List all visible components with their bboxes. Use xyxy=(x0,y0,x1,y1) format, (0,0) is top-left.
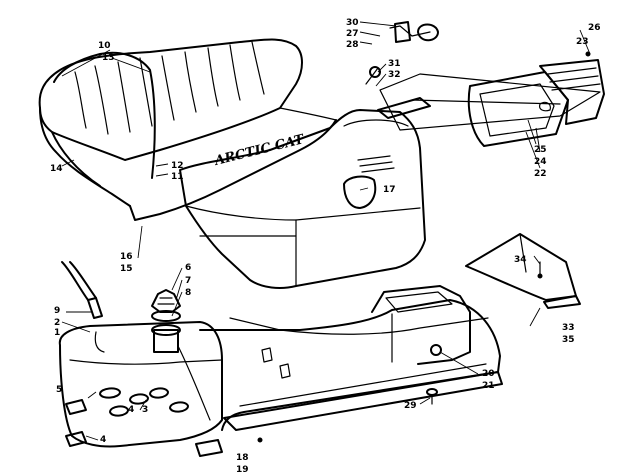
callout-3: 3 xyxy=(142,405,148,415)
callout-19: 19 xyxy=(236,465,249,475)
callout-7: 7 xyxy=(185,276,191,286)
callout-29: 29 xyxy=(404,401,417,411)
callout-18: 18 xyxy=(236,453,249,463)
callout-28: 28 xyxy=(346,40,359,50)
callout-20: 20 xyxy=(482,369,495,379)
callout-21: 21 xyxy=(482,381,495,391)
callout-12: 12 xyxy=(171,161,184,171)
callout-labels: 10 13 14 12 11 16 15 17 30 27 28 31 32 2… xyxy=(50,18,601,475)
callout-15: 15 xyxy=(120,264,133,274)
callout-4a: 4 xyxy=(128,405,134,415)
seat-brand-logo: ARCTIC CAT xyxy=(211,132,306,169)
callout-17: 17 xyxy=(383,185,396,195)
fuel-tank xyxy=(58,261,223,448)
callout-5: 5 xyxy=(56,385,62,395)
seat-assembly xyxy=(38,38,337,221)
side-cover xyxy=(465,233,581,309)
taillight-harness xyxy=(365,21,601,131)
callout-9: 9 xyxy=(54,306,60,316)
callout-8: 8 xyxy=(185,288,191,298)
callout-26: 26 xyxy=(588,23,601,33)
belly-pan xyxy=(195,285,503,457)
callout-25: 25 xyxy=(534,145,547,155)
callout-32: 32 xyxy=(388,70,401,80)
callout-16: 16 xyxy=(120,252,133,262)
callout-31: 31 xyxy=(388,59,401,69)
callout-35: 35 xyxy=(562,335,575,345)
callout-27: 27 xyxy=(346,29,359,39)
callout-34: 34 xyxy=(514,255,527,265)
callout-14: 14 xyxy=(50,164,63,174)
callout-10: 10 xyxy=(98,41,111,51)
callout-2: 2 xyxy=(54,318,60,328)
leader-lines xyxy=(61,21,591,441)
callout-24: 24 xyxy=(534,157,547,167)
callout-4b: 4 xyxy=(100,435,106,445)
callout-23: 23 xyxy=(576,37,589,47)
callout-22: 22 xyxy=(534,169,547,179)
callout-6: 6 xyxy=(185,263,191,273)
callout-13: 13 xyxy=(102,53,115,63)
callout-30: 30 xyxy=(346,18,359,28)
callout-1: 1 xyxy=(54,328,60,338)
taillight xyxy=(467,51,605,147)
callout-33: 33 xyxy=(562,323,575,333)
hood-console xyxy=(179,109,426,289)
callout-11: 11 xyxy=(171,172,184,182)
